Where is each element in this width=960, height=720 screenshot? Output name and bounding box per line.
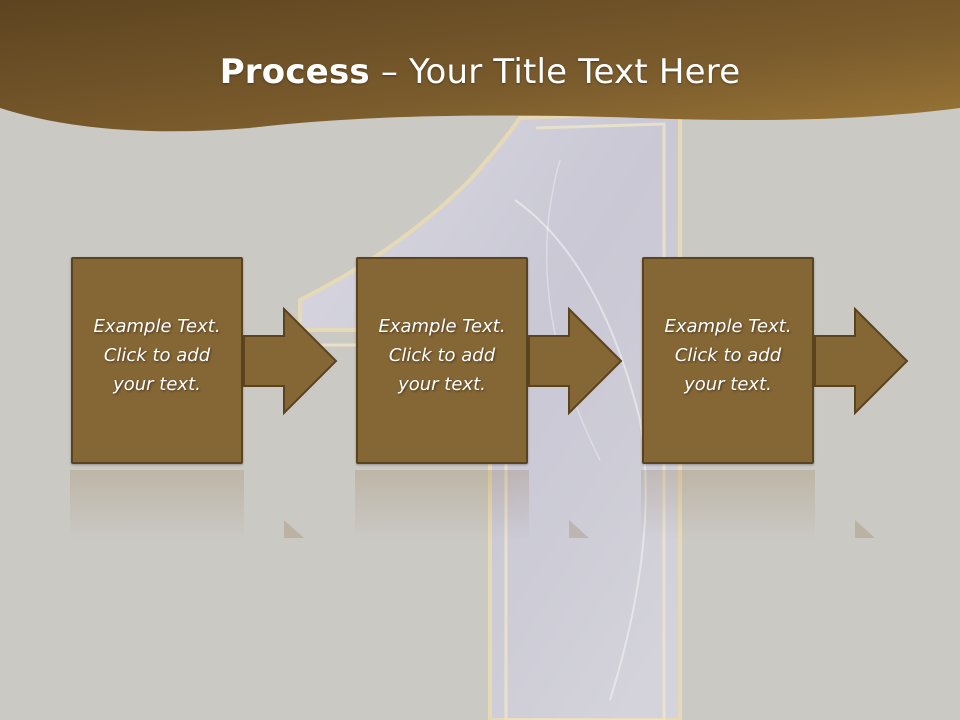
- step-text-3: Example Text. Click to add your text.: [664, 316, 792, 395]
- arrow-reflection: [855, 520, 875, 538]
- step-box-2[interactable]: Example Text. Click to add your text.: [356, 257, 528, 464]
- arrow-right-icon: [528, 307, 623, 416]
- step-box-3[interactable]: Example Text. Click to add your text.: [642, 257, 814, 464]
- arrow-reflection: [284, 520, 304, 538]
- arrow-right-icon: [814, 307, 909, 416]
- title-rest: – Your Title Text Here: [369, 52, 741, 92]
- step-text-2: Example Text. Click to add your text.: [378, 316, 506, 395]
- step-text-1: Example Text. Click to add your text.: [93, 316, 221, 395]
- box-reflection: [641, 470, 815, 540]
- box-reflection: [355, 470, 529, 540]
- step-box-1[interactable]: Example Text. Click to add your text.: [71, 257, 243, 464]
- title-bold: Process: [219, 52, 370, 92]
- box-reflection: [70, 470, 244, 540]
- arrow-right-icon: [243, 307, 338, 416]
- slide-title[interactable]: Process – Your Title Text Here: [0, 52, 960, 92]
- arrow-reflection: [569, 520, 589, 538]
- header-band: [0, 0, 960, 132]
